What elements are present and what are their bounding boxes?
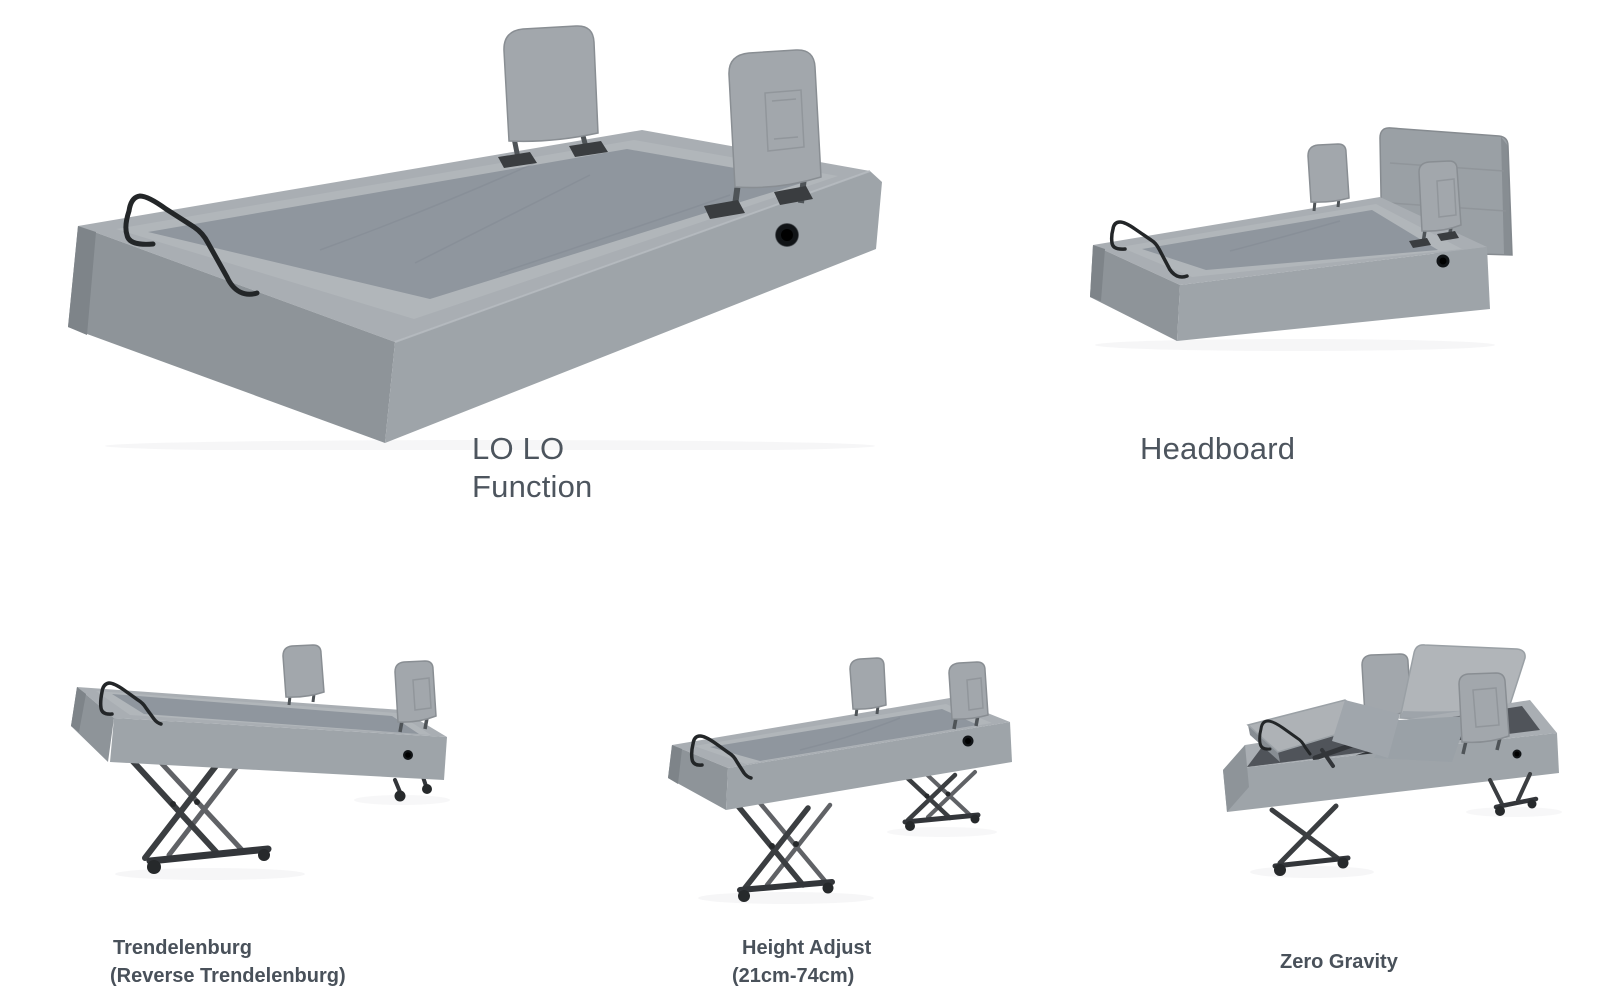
caption-line: Trendelenburg xyxy=(113,937,252,959)
foot-handle xyxy=(689,734,753,780)
caption-zero-gravity: Zero Gravity xyxy=(1280,948,1398,976)
bed-image-trendelenburg xyxy=(71,644,450,880)
power-port xyxy=(403,750,413,760)
side-rail-far xyxy=(498,25,608,168)
scissor-lift xyxy=(119,750,272,874)
casters-head xyxy=(1488,772,1539,816)
caption-line: (Reverse Trendelenburg) xyxy=(110,965,346,987)
bed-base xyxy=(668,698,1012,810)
foot-handle xyxy=(1109,220,1189,279)
caption-line: LO LO xyxy=(472,431,565,466)
feature-figure-lolo-function xyxy=(30,5,920,450)
side-rail-near xyxy=(1409,160,1462,248)
side-rail-far xyxy=(282,644,325,706)
bed-image-headboard xyxy=(1090,127,1513,351)
caption-line: Height Adjust xyxy=(742,937,872,959)
bed-image-lolo-function xyxy=(68,25,882,450)
side-rail-far xyxy=(1307,143,1350,212)
caption-height-adjust: Height Adjust (21cm-74cm) xyxy=(732,934,871,990)
bed-base xyxy=(71,687,447,780)
power-port xyxy=(1436,254,1450,268)
power-port xyxy=(962,735,974,747)
caption-line: Headboard xyxy=(1140,431,1296,466)
scissor-lift-foot xyxy=(735,800,835,902)
bed-base xyxy=(68,130,882,443)
caption-lolo-function: LO LO Function xyxy=(472,430,593,506)
seat-section xyxy=(1374,716,1468,762)
side-rail-far xyxy=(849,657,887,717)
foot-handle xyxy=(1258,719,1312,756)
bed-image-height-adjust xyxy=(668,657,1012,904)
casters-foot xyxy=(1269,803,1351,876)
side-rail-near xyxy=(948,661,989,730)
caption-trendelenburg: Trendelenburg (Reverse Trendelenburg) xyxy=(110,934,346,990)
scissor-lift-head xyxy=(899,768,981,831)
feature-figure-headboard xyxy=(1080,103,1535,358)
side-rail-near xyxy=(704,49,822,219)
feature-figure-trendelenburg xyxy=(50,608,460,898)
side-rail-near xyxy=(394,660,437,733)
bed-base xyxy=(1090,197,1490,341)
caption-line: (21cm-74cm) xyxy=(732,965,855,987)
side-rail-near xyxy=(1458,672,1510,755)
leg-section-raised xyxy=(1246,699,1400,768)
bed-image-zero-gravity xyxy=(1223,644,1562,878)
feature-figure-height-adjust xyxy=(650,638,1020,908)
power-port xyxy=(1512,749,1522,759)
power-port xyxy=(775,223,799,247)
caption-line: Zero Gravity xyxy=(1280,951,1398,973)
feature-figure-zero-gravity xyxy=(1200,608,1565,893)
caption-line: Function xyxy=(472,469,593,504)
foot-handle xyxy=(123,193,260,297)
caption-headboard: Headboard xyxy=(1140,430,1295,468)
foot-handle xyxy=(98,681,163,726)
